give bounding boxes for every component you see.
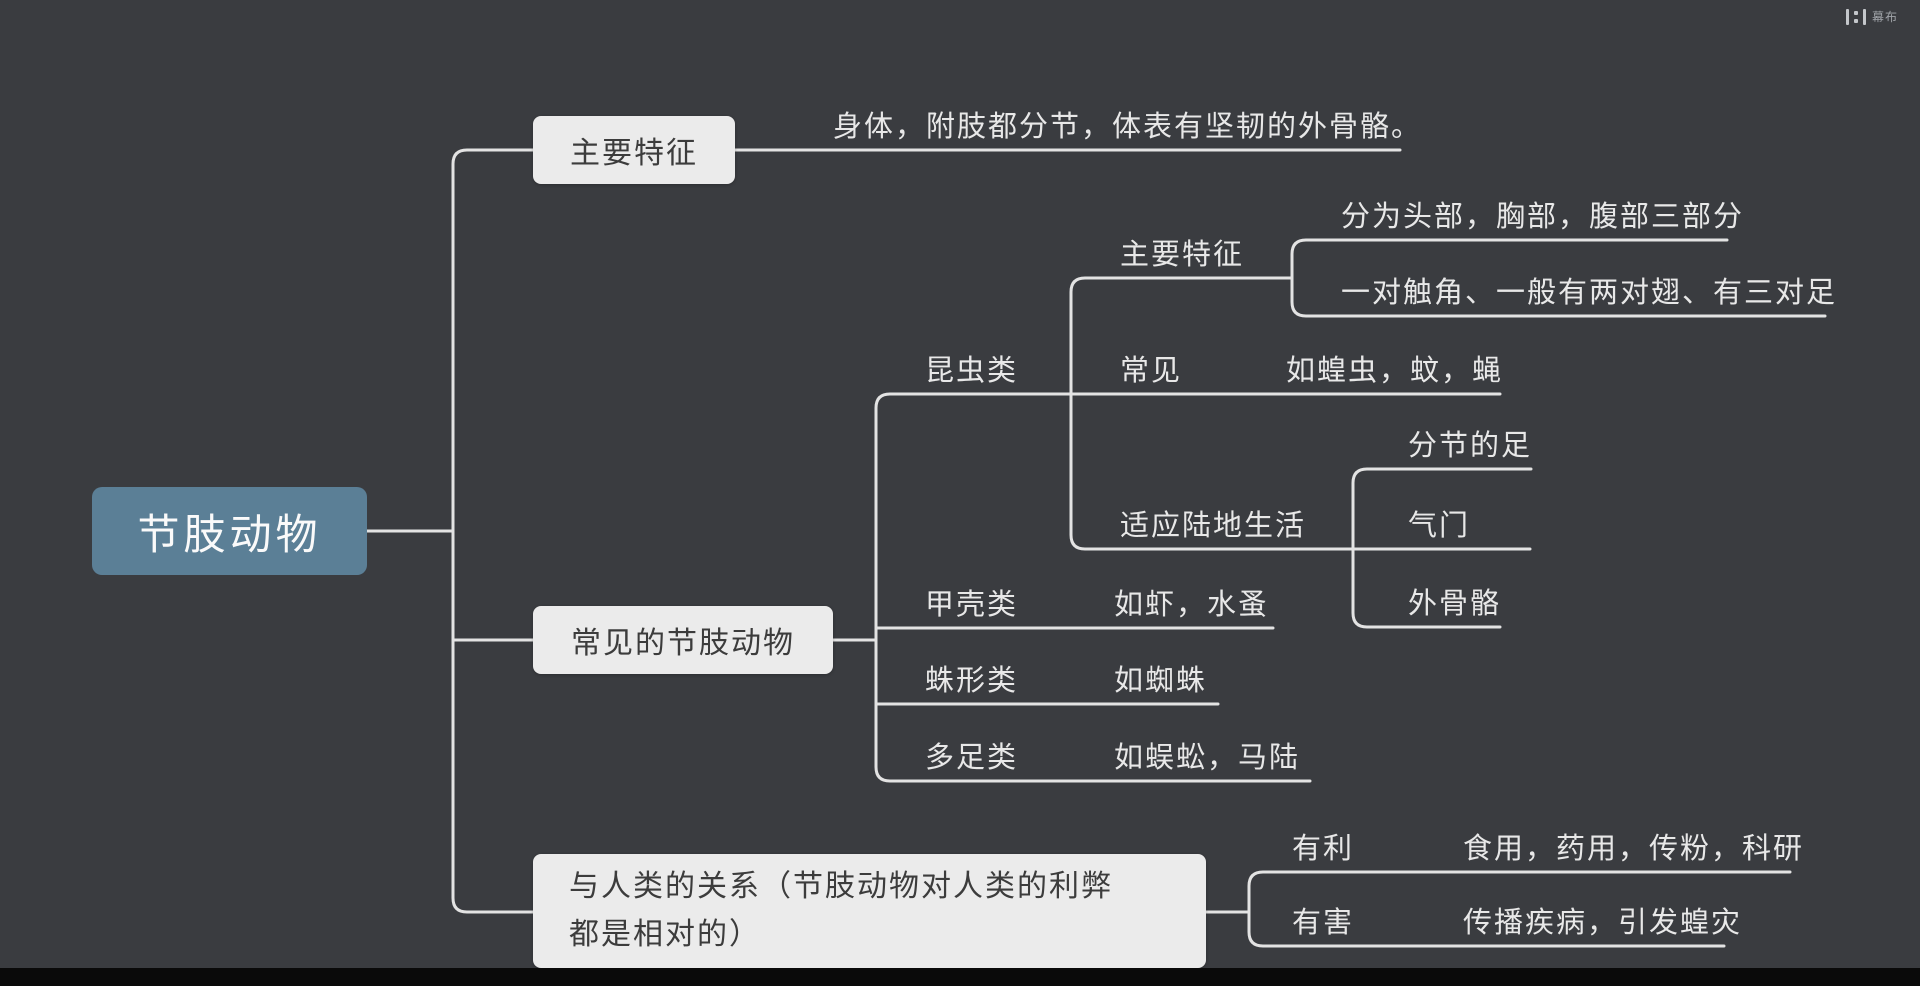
root-node[interactable]: 节肢动物: [92, 487, 367, 575]
mubu-logo-icon: [1845, 8, 1866, 25]
leaf-insect-feature-1[interactable]: 分为头部，胸部，腹部三部分: [1341, 199, 1745, 233]
connector-common-trunk: [831, 392, 1312, 783]
node-insects-label[interactable]: 昆虫类: [925, 353, 1019, 387]
connector-root-trunk: [365, 148, 535, 914]
leaf-insect-land-2[interactable]: 气门: [1408, 508, 1471, 542]
branch-common-arthropods-label: 常见的节肢动物: [571, 626, 795, 661]
leaf-myriapods-examples[interactable]: 如蜈蚣，马陆: [1114, 740, 1301, 774]
connector-land-subtree: [1351, 467, 1533, 629]
leaf-insect-common-examples[interactable]: 如蝗虫，蚊，蝇: [1286, 353, 1504, 387]
leaf-insect-feature-2[interactable]: 一对触角、一般有两对翅、有三对足: [1341, 275, 1838, 309]
connector-insect-features-subtree: [1290, 238, 1827, 318]
branch-main-features-label: 主要特征: [570, 136, 698, 171]
branch-common-arthropods[interactable]: 常见的节肢动物: [533, 606, 833, 674]
node-insect-features-label[interactable]: 主要特征: [1120, 237, 1245, 271]
node-harm-label[interactable]: 有害: [1292, 905, 1355, 939]
leaf-benefit-detail[interactable]: 食用，药用，传粉，科研: [1463, 831, 1805, 865]
branch-human-relation[interactable]: 与人类的关系（节肢动物对人类的利弊都是相对的）: [533, 854, 1206, 968]
leaf-insect-land-1[interactable]: 分节的足: [1408, 428, 1533, 462]
leaf-harm-detail[interactable]: 传播疾病，引发蝗灾: [1463, 905, 1743, 939]
node-insect-common-label[interactable]: 常见: [1120, 353, 1183, 387]
app-watermark: 幕布: [1845, 8, 1898, 25]
node-arachnids-label[interactable]: 蛛形类: [925, 663, 1019, 697]
connector-relation-subtree: [1204, 870, 1792, 948]
leaf-insect-land-3[interactable]: 外骨骼: [1408, 586, 1502, 620]
letterbox-bar: [0, 968, 1920, 986]
node-benefit-label[interactable]: 有利: [1292, 831, 1355, 865]
branch-main-features[interactable]: 主要特征: [533, 116, 735, 184]
mubu-logo-text: 幕布: [1871, 10, 1898, 24]
leaf-arachnids-examples[interactable]: 如蜘蛛: [1114, 663, 1208, 697]
node-crustaceans-label[interactable]: 甲壳类: [925, 587, 1019, 621]
branch-human-relation-label: 与人类的关系（节肢动物对人类的利弊都是相对的）: [569, 869, 1113, 952]
leaf-main-features-detail[interactable]: 身体，附肢都分节，体表有坚韧的外骨骼。: [833, 109, 1423, 143]
node-myriapods-label[interactable]: 多足类: [925, 740, 1019, 774]
connector-insect-trunk: [1069, 276, 1355, 551]
leaf-crustaceans-examples[interactable]: 如虾，水蚤: [1114, 587, 1270, 621]
root-node-label: 节肢动物: [137, 509, 322, 559]
node-insect-land-label[interactable]: 适应陆地生活: [1120, 508, 1307, 542]
